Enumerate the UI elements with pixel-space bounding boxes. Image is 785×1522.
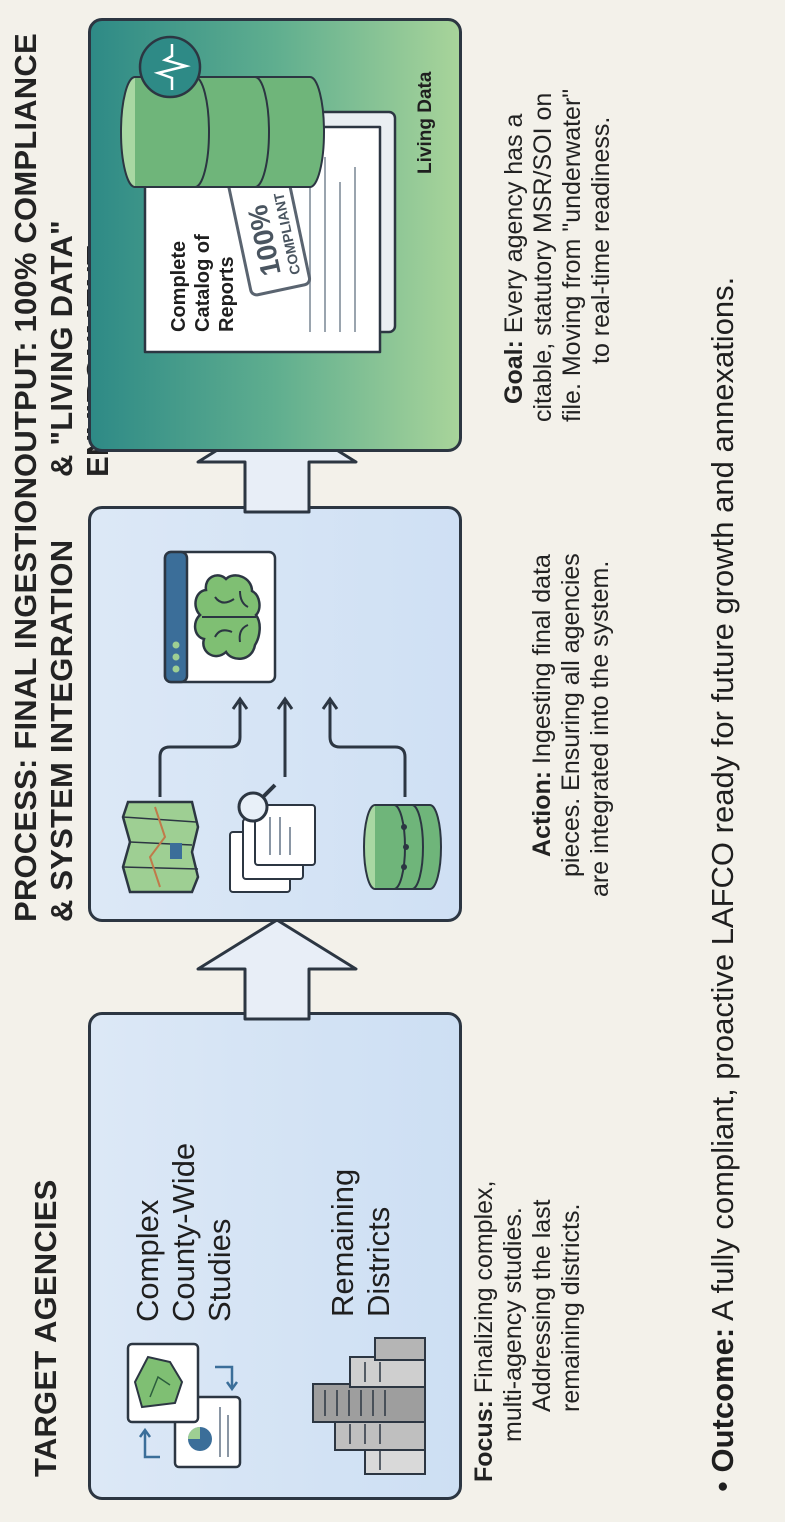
flow-arrows [158, 696, 407, 797]
doc-label-line3: Reports [216, 256, 238, 332]
action-line2: pieces. Ensuring all agencies [557, 553, 585, 877]
complex-studies-label: Complex County-Wide Studies [130, 1143, 238, 1322]
focus-caption: Focus: Finalizing complex, multi-agency … [470, 1062, 586, 1483]
process-title-line2: & SYSTEM INTEGRATION [44, 539, 79, 922]
documents-map-icon [126, 1342, 242, 1469]
target-title: TARGET AGENCIES [28, 1179, 63, 1477]
database-icon [363, 804, 442, 890]
remaining-districts-label: Remaining Districts [325, 1169, 397, 1317]
living-data-label: Living Data [415, 71, 436, 174]
process-title: PROCESS: FINAL INGESTION & SYSTEM INTEGR… [8, 477, 80, 922]
remaining-districts-line2: Districts [361, 1206, 396, 1317]
goal-line3: file. Moving from "underwater" [558, 88, 586, 422]
focus-line3: Addressing the last [528, 1199, 556, 1412]
arrow-icon [196, 918, 358, 1021]
action-label: Action: [528, 770, 556, 857]
outcome-line: • Outcome: A fully compliant, proactive … [705, 277, 741, 1492]
action-line1: Action: Ingesting final data [528, 477, 557, 897]
focus-label: Focus: [470, 1400, 498, 1482]
outcome-text: A fully compliant, proactive LAFCO ready… [705, 276, 740, 1321]
complex-studies-line2: County-Wide [166, 1142, 201, 1322]
goal-text-1: Every agency has a [500, 113, 528, 334]
action-text-1: Ingesting final data [528, 554, 556, 764]
process-title-line1: PROCESS: FINAL INGESTION [8, 476, 43, 922]
goal-label: Goal: [500, 340, 528, 404]
focus-line4: remaining districts. [557, 1203, 585, 1412]
doc-label-line1: Complete [168, 241, 190, 332]
remaining-districts-line1: Remaining [325, 1168, 360, 1317]
goal-line4: to real-time readiness. [587, 116, 615, 364]
focus-text-1: Finalizing complex, [470, 1180, 498, 1394]
outcome-bullet: • [705, 1481, 740, 1492]
ai-brain-icon [163, 550, 277, 684]
doc-label-line2: Catalog of [192, 234, 214, 332]
goal-line2: citable, statutory MSR/SOI on [529, 92, 557, 422]
map-icon [121, 800, 200, 894]
goal-caption: Goal: Every agency has a citable, statut… [500, 2, 616, 422]
focus-line1: Focus: Finalizing complex, [470, 1062, 499, 1483]
focus-line2: multi-agency studies. [499, 1207, 527, 1442]
complex-studies-line1: Complex [130, 1199, 165, 1322]
living-database-icon [120, 35, 325, 188]
complex-studies-line3: Studies [202, 1218, 237, 1322]
outcome-label: Outcome: [705, 1327, 740, 1473]
output-title-line1: OUTPUT: 100% COMPLIANCE [8, 33, 43, 477]
goal-line1: Goal: Every agency has a [500, 2, 529, 422]
action-line3: are integrated into the system. [586, 560, 614, 897]
document-search-icon [229, 783, 316, 893]
action-caption: Action: Ingesting final data pieces. Ens… [528, 477, 615, 897]
city-buildings-icon [312, 1337, 426, 1475]
